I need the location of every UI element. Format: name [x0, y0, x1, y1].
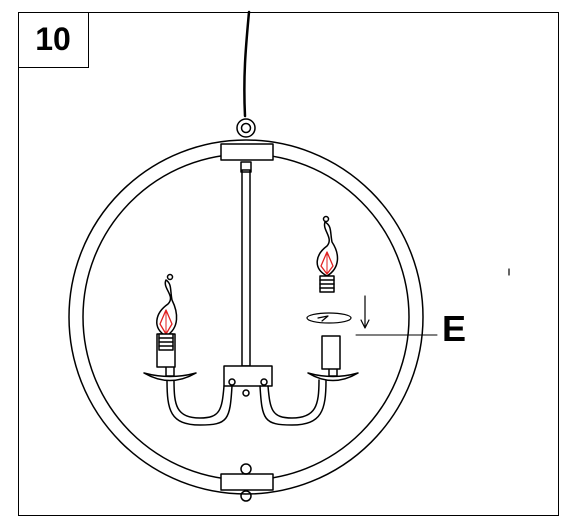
- center-rod: [241, 169, 251, 367]
- hanging-cord: [243, 10, 251, 118]
- outer-ring: [68, 139, 424, 495]
- right-arm: [259, 379, 327, 426]
- right-candle-sleeve: [321, 335, 341, 370]
- step-number-box: 10: [18, 12, 89, 68]
- center-hub: [223, 365, 273, 387]
- step-number: 10: [35, 21, 71, 57]
- right-bulb-icon: [316, 215, 339, 293]
- hanging-loop: [236, 118, 256, 138]
- left-arm: [166, 379, 233, 426]
- top-bracket: [220, 143, 274, 161]
- step-frame: [18, 12, 559, 516]
- part-label-e: E: [442, 308, 467, 349]
- bottom-bracket: [220, 473, 274, 491]
- rotate-arrow-icon: [306, 312, 352, 324]
- down-arrow-icon: [360, 295, 370, 329]
- left-bulb-icon: [156, 273, 178, 351]
